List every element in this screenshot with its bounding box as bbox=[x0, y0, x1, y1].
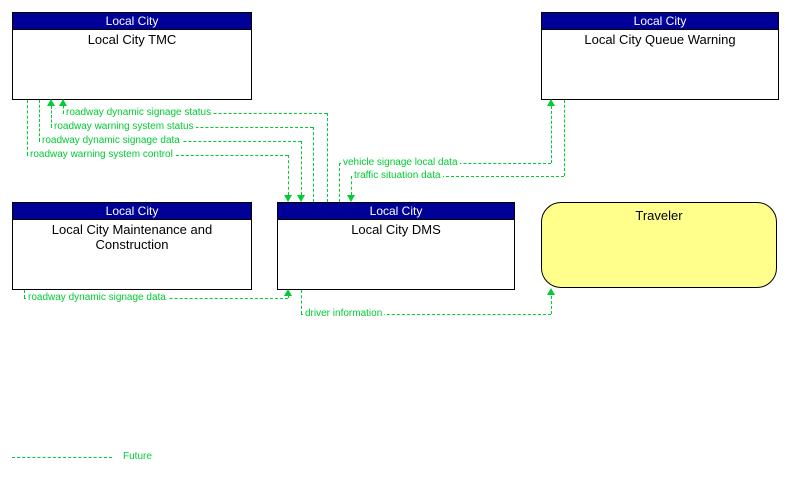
entity-title: Local City Maintenance and Construction bbox=[51, 222, 213, 252]
flow-line-segment bbox=[27, 100, 28, 155]
flow-line-segment bbox=[301, 314, 551, 315]
flow-line-segment bbox=[63, 106, 64, 113]
arrowhead-up-icon bbox=[284, 289, 292, 296]
flow-label: roadway warning system control bbox=[28, 149, 175, 161]
entity-title: Traveler bbox=[635, 208, 683, 223]
flow-line-segment bbox=[351, 176, 564, 177]
flow-line-segment bbox=[288, 296, 289, 298]
entity-header-label: Local City bbox=[278, 203, 514, 220]
legend-future-line bbox=[12, 457, 112, 458]
arrowhead-up-icon bbox=[547, 288, 555, 295]
flow-line-segment bbox=[551, 106, 552, 163]
flow-line-segment bbox=[313, 127, 314, 202]
entity-traveler[interactable]: Traveler bbox=[541, 202, 777, 288]
entity-local-city-queue-warning[interactable]: Local City Local City Queue Warning bbox=[541, 12, 779, 100]
flow-label: traffic situation data bbox=[352, 170, 443, 182]
entity-header-label: Local City bbox=[13, 13, 251, 30]
arrowhead-up-icon bbox=[47, 99, 55, 106]
flow-label: driver information bbox=[303, 308, 385, 320]
flow-line-segment bbox=[551, 296, 552, 314]
entity-title: Local City DMS bbox=[351, 222, 441, 237]
flow-label: roadway dynamic signage status bbox=[64, 107, 214, 119]
flow-line-segment bbox=[288, 155, 289, 195]
flow-line-segment bbox=[327, 113, 328, 202]
arrowhead-up-icon bbox=[547, 99, 555, 106]
entity-title: Local City Queue Warning bbox=[584, 32, 736, 47]
arrowhead-up-icon bbox=[59, 99, 67, 106]
flow-label: vehicle signage local data bbox=[341, 157, 460, 169]
flow-label: roadway warning system status bbox=[52, 121, 196, 133]
flow-line-segment bbox=[24, 290, 25, 298]
arrowhead-down-icon bbox=[297, 195, 305, 202]
entity-header-label: Local City bbox=[13, 203, 251, 220]
legend-future-label: Future bbox=[121, 451, 154, 463]
entity-header-label: Local City bbox=[542, 13, 778, 30]
flow-line-segment bbox=[351, 176, 352, 195]
flow-line-segment bbox=[564, 100, 565, 176]
entity-local-city-maintenance-and-construction[interactable]: Local City Local City Maintenance and Co… bbox=[12, 202, 252, 290]
entity-local-city-dms[interactable]: Local City Local City DMS bbox=[277, 202, 515, 290]
flow-line-segment bbox=[301, 290, 302, 314]
flow-line-segment bbox=[39, 100, 40, 141]
flow-line-segment bbox=[339, 163, 340, 202]
arrowhead-down-icon bbox=[284, 195, 292, 202]
flow-label: roadway dynamic signage data bbox=[40, 135, 182, 147]
arrowhead-down-icon bbox=[347, 195, 355, 202]
flow-label: roadway dynamic signage data bbox=[26, 292, 168, 304]
entity-local-city-tmc[interactable]: Local City Local City TMC bbox=[12, 12, 252, 100]
flow-line-segment bbox=[301, 141, 302, 195]
entity-title: Local City TMC bbox=[87, 32, 177, 47]
flow-line-segment bbox=[51, 106, 52, 127]
